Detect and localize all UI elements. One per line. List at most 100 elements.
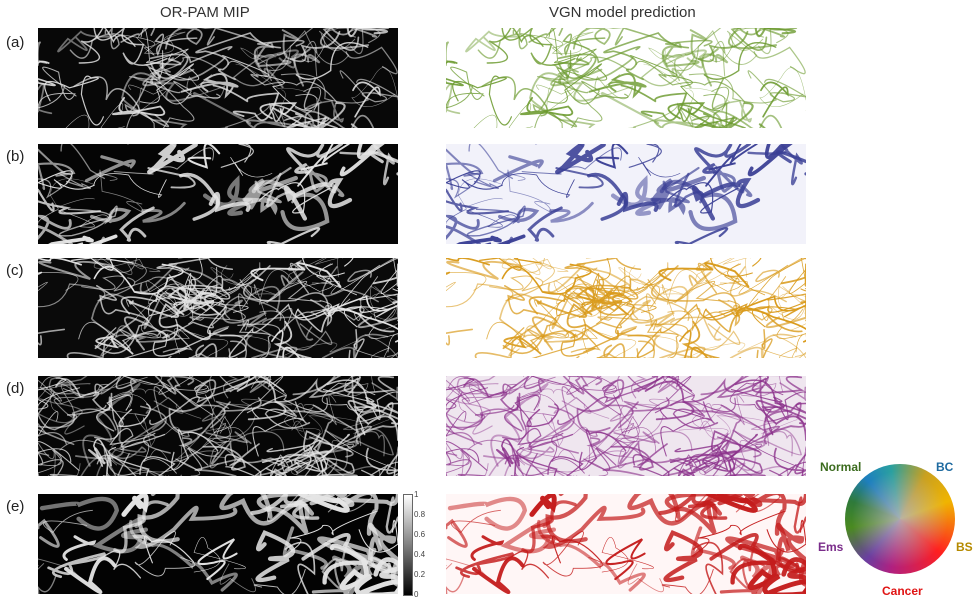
vessel-stroke: [446, 432, 475, 456]
vessel-stroke: [242, 335, 359, 358]
class-color-wheel: Normal BC Ems BS Cancer: [812, 454, 976, 604]
vessel-stroke: [38, 277, 136, 308]
vessel-stroke: [767, 287, 806, 301]
vessel-stroke: [96, 453, 137, 476]
row-label-c: (c): [6, 262, 24, 279]
vessel-stroke: [352, 81, 381, 118]
intensity-colorbar: [403, 494, 413, 596]
vessel-stroke: [446, 328, 474, 346]
vessel-stroke: [38, 422, 55, 460]
vessel-stroke: [446, 518, 468, 548]
vessel-stroke: [661, 269, 701, 317]
vessel-stroke: [627, 303, 735, 358]
vessel-stroke: [134, 274, 206, 315]
vessel-stroke: [683, 376, 805, 403]
vessel-stroke: [657, 376, 692, 393]
vessel-stroke: [225, 102, 286, 128]
vessel-stroke: [730, 28, 798, 51]
vessel-stroke: [371, 382, 398, 401]
vessel-stroke: [71, 258, 135, 271]
vessel-stroke: [38, 66, 77, 109]
vessel-stroke: [261, 458, 329, 476]
vessel-stroke: [674, 271, 712, 304]
vessel-stroke: [353, 341, 398, 358]
vessel-stroke: [118, 403, 151, 428]
vessel-stroke: [221, 299, 267, 328]
vessel-stroke: [38, 188, 102, 215]
vessel-stroke: [585, 284, 639, 310]
vessel-stroke: [670, 401, 719, 429]
vessel-stroke: [764, 78, 806, 103]
vessel-stroke: [614, 423, 657, 454]
vessel-stroke: [301, 40, 318, 77]
vessel-stroke: [709, 28, 758, 62]
vessel-stroke: [701, 53, 729, 87]
vessel-stroke: [143, 31, 186, 55]
vessel-stroke: [529, 494, 557, 517]
vessel-stroke: [38, 258, 82, 275]
vessel-stroke: [190, 340, 247, 358]
vessel-stroke: [458, 178, 503, 210]
color-wheel-disc: [845, 464, 955, 574]
vessel-stroke: [188, 300, 249, 325]
vessel-stroke: [202, 443, 260, 471]
vessel-stroke: [703, 86, 730, 112]
vessel-stroke: [373, 557, 398, 594]
vessel-stroke: [326, 379, 398, 414]
vessel-stroke: [643, 63, 730, 120]
vessel-stroke: [113, 500, 169, 554]
vessel-stroke: [280, 70, 370, 104]
vessel-stroke: [293, 494, 335, 507]
vessel-stroke: [322, 388, 377, 436]
vessel-stroke: [630, 55, 720, 112]
vessel-stroke: [470, 535, 505, 561]
vessel-stroke: [446, 188, 510, 215]
vessel-stroke: [674, 227, 729, 244]
vessel-stroke: [38, 449, 62, 476]
vessel-stroke: [517, 427, 574, 448]
vessel-stroke: [84, 155, 136, 183]
vessel-stroke: [542, 531, 604, 577]
vessel-stroke: [504, 453, 545, 476]
vessel-stroke: [688, 70, 778, 104]
vessel-stroke: [193, 276, 281, 313]
vessel-stroke: [774, 522, 791, 563]
vessel-stroke: [38, 574, 57, 594]
vessel-stroke: [705, 144, 758, 187]
vessel-stroke: [528, 285, 630, 316]
vessel-stroke: [139, 63, 195, 104]
vessel-stroke: [446, 392, 515, 431]
vessel-stroke: [293, 53, 321, 87]
vessel-stroke: [123, 316, 171, 351]
vessel-stroke: [205, 431, 252, 444]
vessel-stroke: [729, 266, 787, 303]
vessel-stroke: [112, 96, 166, 117]
vessel-stroke: [243, 175, 298, 210]
vessel-stroke: [141, 314, 190, 354]
vessel-stroke: [297, 144, 350, 187]
vessel-stroke: [225, 376, 285, 392]
vessel-stroke: [269, 104, 338, 128]
vessel-stroke: [760, 81, 789, 118]
vessel-stroke: [602, 458, 651, 476]
vessel-stroke: [603, 376, 659, 399]
vessel-stroke: [356, 78, 398, 103]
vessel-stroke: [678, 406, 729, 441]
colorbar-tick: 0.8: [414, 510, 426, 519]
vessel-stroke: [679, 329, 712, 358]
vessel-stroke: [73, 76, 141, 117]
vessel-stroke: [703, 42, 777, 80]
vessel-stroke: [674, 444, 729, 472]
vessel-stroke: [586, 172, 628, 221]
vessel-stroke: [62, 535, 97, 561]
vessel-stroke: [295, 301, 398, 319]
vessel-stroke: [594, 74, 634, 100]
vessel-stroke: [514, 394, 540, 427]
vessel-stroke: [141, 201, 186, 223]
vessel-stroke: [727, 28, 786, 50]
vessel-stroke: [297, 308, 395, 333]
vessel-stroke: [340, 258, 398, 306]
vessel-stroke: [232, 52, 288, 87]
colorbar-tick: 0.6: [414, 530, 426, 539]
vessel-stroke: [609, 412, 693, 452]
